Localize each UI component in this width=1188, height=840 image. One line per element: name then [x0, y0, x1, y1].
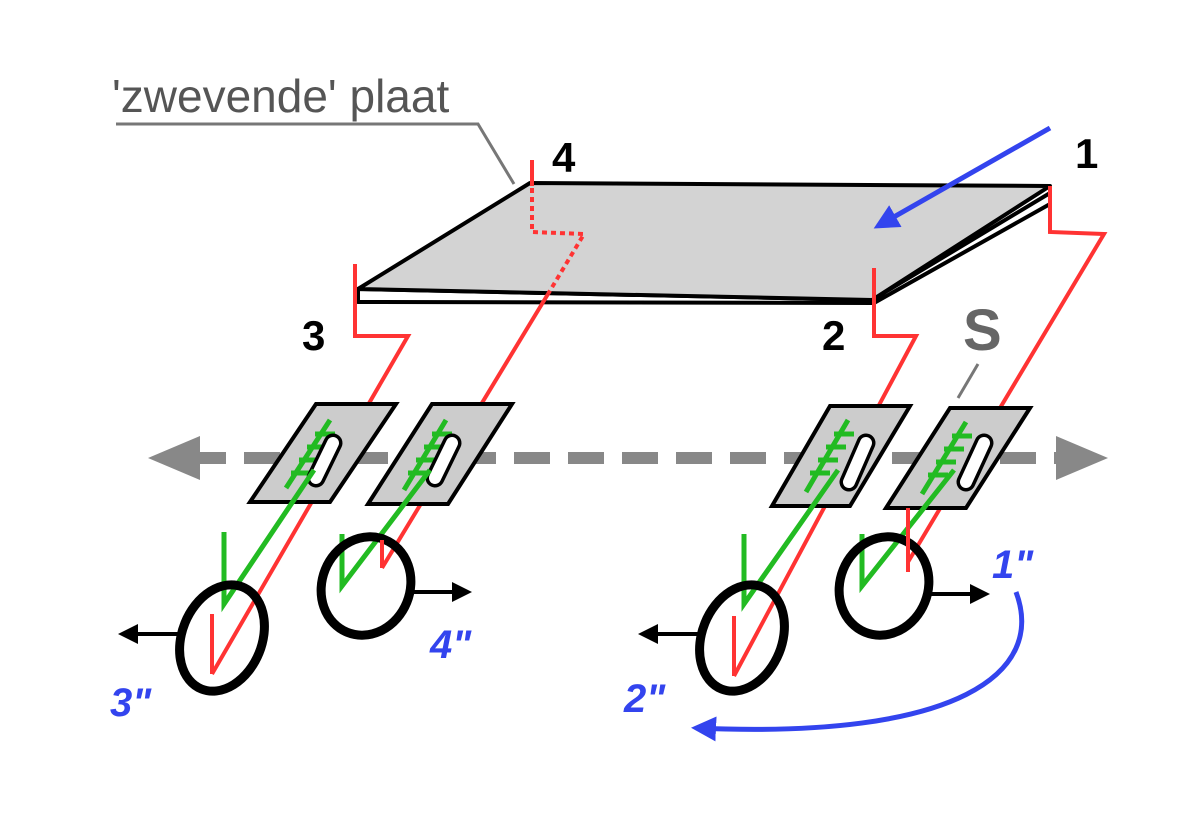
- mount-plate: [768, 404, 914, 508]
- corner-label-3: 3: [302, 312, 325, 359]
- plate-top: [356, 181, 1052, 302]
- spring-2: [741, 468, 841, 612]
- roller: [429, 437, 458, 484]
- wheel-label-2: 2": [623, 677, 666, 721]
- mount-1: [882, 406, 1034, 510]
- roller: [310, 437, 339, 484]
- mount-2: [768, 404, 914, 508]
- spring-3: [221, 468, 317, 613]
- wheel-2: [695, 580, 789, 696]
- corner-label-1: 1: [1075, 130, 1098, 177]
- wheel-label-3: 3": [110, 681, 152, 725]
- cable-3: [210, 264, 412, 676]
- wheel-label-4: 4": [429, 623, 472, 667]
- floating-plate: [356, 181, 1052, 305]
- wheel-label-1: 1": [992, 543, 1034, 587]
- spring-label: S: [963, 298, 1002, 363]
- mount-plate: [882, 406, 1034, 510]
- spring-1: [859, 468, 956, 594]
- mount-3: [246, 402, 400, 504]
- cable-1: [906, 186, 1108, 564]
- wheel-1: [834, 532, 934, 640]
- mount-4: [364, 402, 516, 506]
- title-leader: [116, 122, 516, 185]
- force-arrow-icon: [873, 125, 1052, 229]
- curved-arrow-icon: [691, 591, 1025, 742]
- corner-label-4: 4: [552, 134, 576, 181]
- axis-arrowhead-right: [1056, 436, 1108, 480]
- corner-label-2: 2: [822, 312, 845, 359]
- wheel-4: [316, 532, 416, 640]
- roller: [960, 437, 990, 488]
- wheel-3: [175, 580, 269, 696]
- axis-arrowhead-left: [148, 436, 200, 480]
- spring-leader: [956, 363, 980, 399]
- roller: [843, 437, 872, 488]
- title-label: 'zwevende' plaat: [112, 70, 449, 122]
- cable-4-hidden: [530, 188, 588, 296]
- spring-rail: [283, 418, 333, 490]
